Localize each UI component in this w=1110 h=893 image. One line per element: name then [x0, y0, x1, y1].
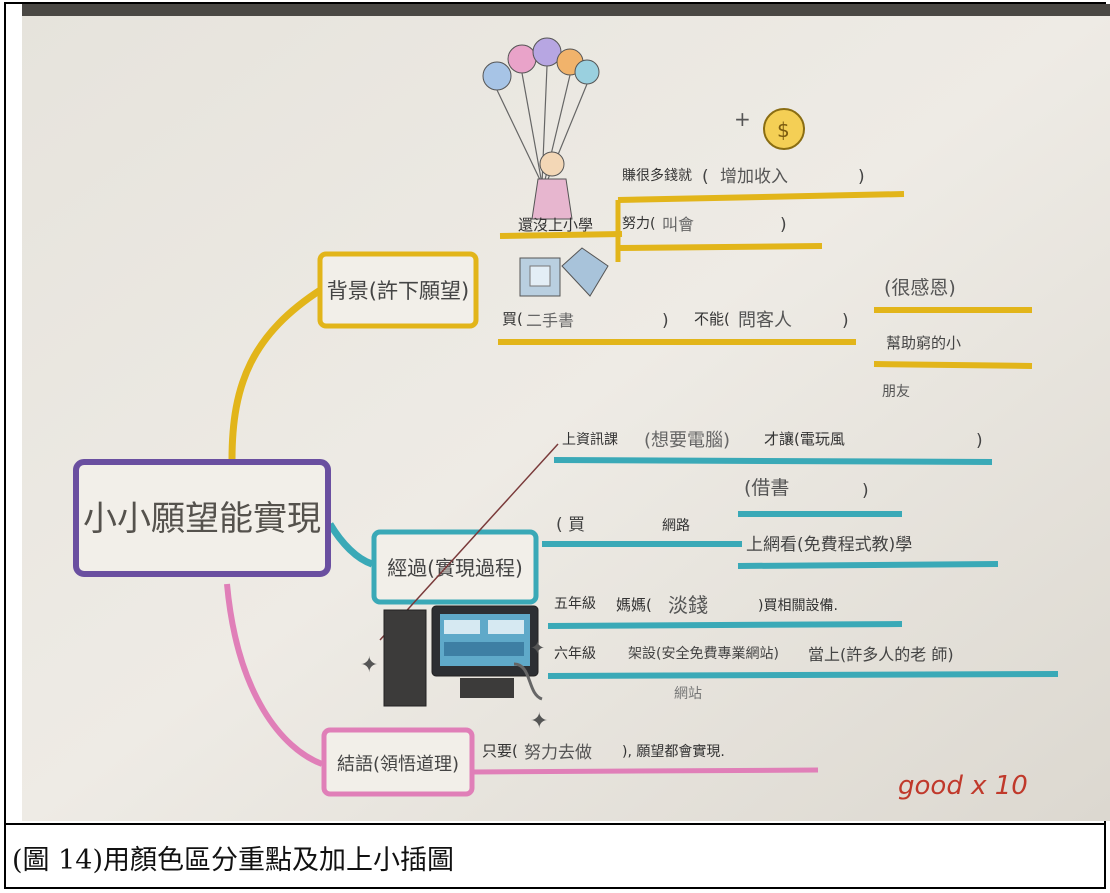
buy-label: 買( — [502, 310, 523, 328]
grade-value: (想要電腦) — [644, 430, 730, 451]
no-label: 不能( — [694, 310, 730, 328]
center-node-label: 小小願望能實現 — [83, 499, 321, 539]
conclusion-connector — [224, 583, 324, 767]
money-line-value: 增加收入 — [720, 167, 788, 187]
sparkle-icon: ✦ — [360, 653, 378, 678]
svg-text:): ) — [662, 311, 669, 331]
grade5-label: 五年級 — [554, 596, 596, 612]
background-node — [317, 251, 479, 329]
conclusion-text-end: ), 願望都會實現. — [622, 743, 725, 760]
find-label: 才讓(電玩風 — [764, 430, 845, 448]
svg-text:): ) — [858, 167, 865, 187]
paper-background — [22, 4, 1110, 821]
svg-text:(: ( — [702, 167, 709, 187]
effort-value: 叫會 — [662, 215, 694, 234]
grade5-mid: 媽媽( — [616, 596, 652, 614]
grade6-label: 六年級 — [554, 646, 596, 662]
conclusion-line — [471, 767, 819, 775]
age-line — [499, 231, 623, 239]
books-illustration — [519, 247, 609, 297]
site-note: 網站 — [674, 686, 702, 702]
money-line-label: 賺很多錢就 — [622, 167, 692, 184]
buy-value: 二手書 — [526, 311, 574, 330]
online-label: 網路 — [662, 518, 690, 534]
age-label: 還沒上小學 — [518, 216, 593, 234]
svg-text:): ) — [780, 215, 787, 235]
signature: good x 10 — [898, 771, 1028, 801]
effort-label: 努力( — [622, 216, 655, 232]
grade5-value: 淡錢 — [668, 593, 708, 617]
photo-top-edge — [22, 4, 1110, 16]
balloon-girl-illustration — [482, 37, 600, 220]
sparkle-icon: ✦ — [530, 709, 548, 734]
conclusion-node — [321, 727, 475, 797]
background-title: 背景(許下願望) — [327, 279, 469, 303]
computer-illustration — [383, 605, 543, 707]
online-learn-line — [737, 561, 999, 569]
grade5-line — [547, 621, 903, 629]
grade6-end: 當上(許多人的老 師) — [808, 645, 954, 664]
money-line — [617, 191, 905, 203]
sparkle-icon: ✦ — [530, 638, 545, 659]
grade6-mid: 架設(安全免費專業網站) — [628, 645, 779, 662]
friends-label: 朋友 — [882, 384, 910, 400]
grade-line — [553, 457, 993, 465]
pointer-line — [379, 443, 559, 641]
conclusion-title: 結語(領悟道理) — [337, 754, 459, 775]
svg-text:): ) — [862, 481, 869, 501]
conclusion-text-value: 努力去做 — [524, 743, 592, 763]
grade-label: 上資訊課 — [562, 432, 618, 448]
help-label: 幫助窮的小 — [886, 334, 961, 352]
svg-text:): ) — [976, 431, 983, 451]
center-node — [73, 459, 331, 577]
mindmap-photo: 小小願望能實現 背景(許下願望) 還沒上小學 + $ 賺很多錢就 ( 增加收入 … — [22, 4, 1110, 821]
coin-icon — [763, 108, 805, 150]
online-learn-note: 上網看(免費程式教)學 — [746, 535, 912, 555]
plus-symbol: + — [734, 107, 751, 131]
svg-text:): ) — [842, 311, 849, 331]
process-title: 經過(實現過程) — [387, 556, 523, 580]
borrow-note: (借書 — [744, 477, 789, 499]
grade5-end: )買相關設備. — [758, 598, 838, 614]
coin-dollar-sign: $ — [777, 118, 790, 142]
process-node — [371, 529, 539, 605]
background-connector — [228, 286, 324, 461]
process-buy-label: ( 買 — [556, 515, 585, 535]
thanks-note: (很感恩) — [884, 277, 956, 299]
conclusion-text-start: 只要( — [482, 742, 518, 760]
no-value: 問客人 — [738, 310, 792, 331]
caption-separator — [4, 823, 1106, 825]
grade6-line — [547, 671, 1059, 679]
figure-caption: (圖 14)用顏色區分重點及加上小插圖 — [12, 845, 455, 876]
help-line — [873, 361, 1033, 369]
effort-line — [617, 243, 823, 251]
process-connector — [326, 522, 374, 568]
